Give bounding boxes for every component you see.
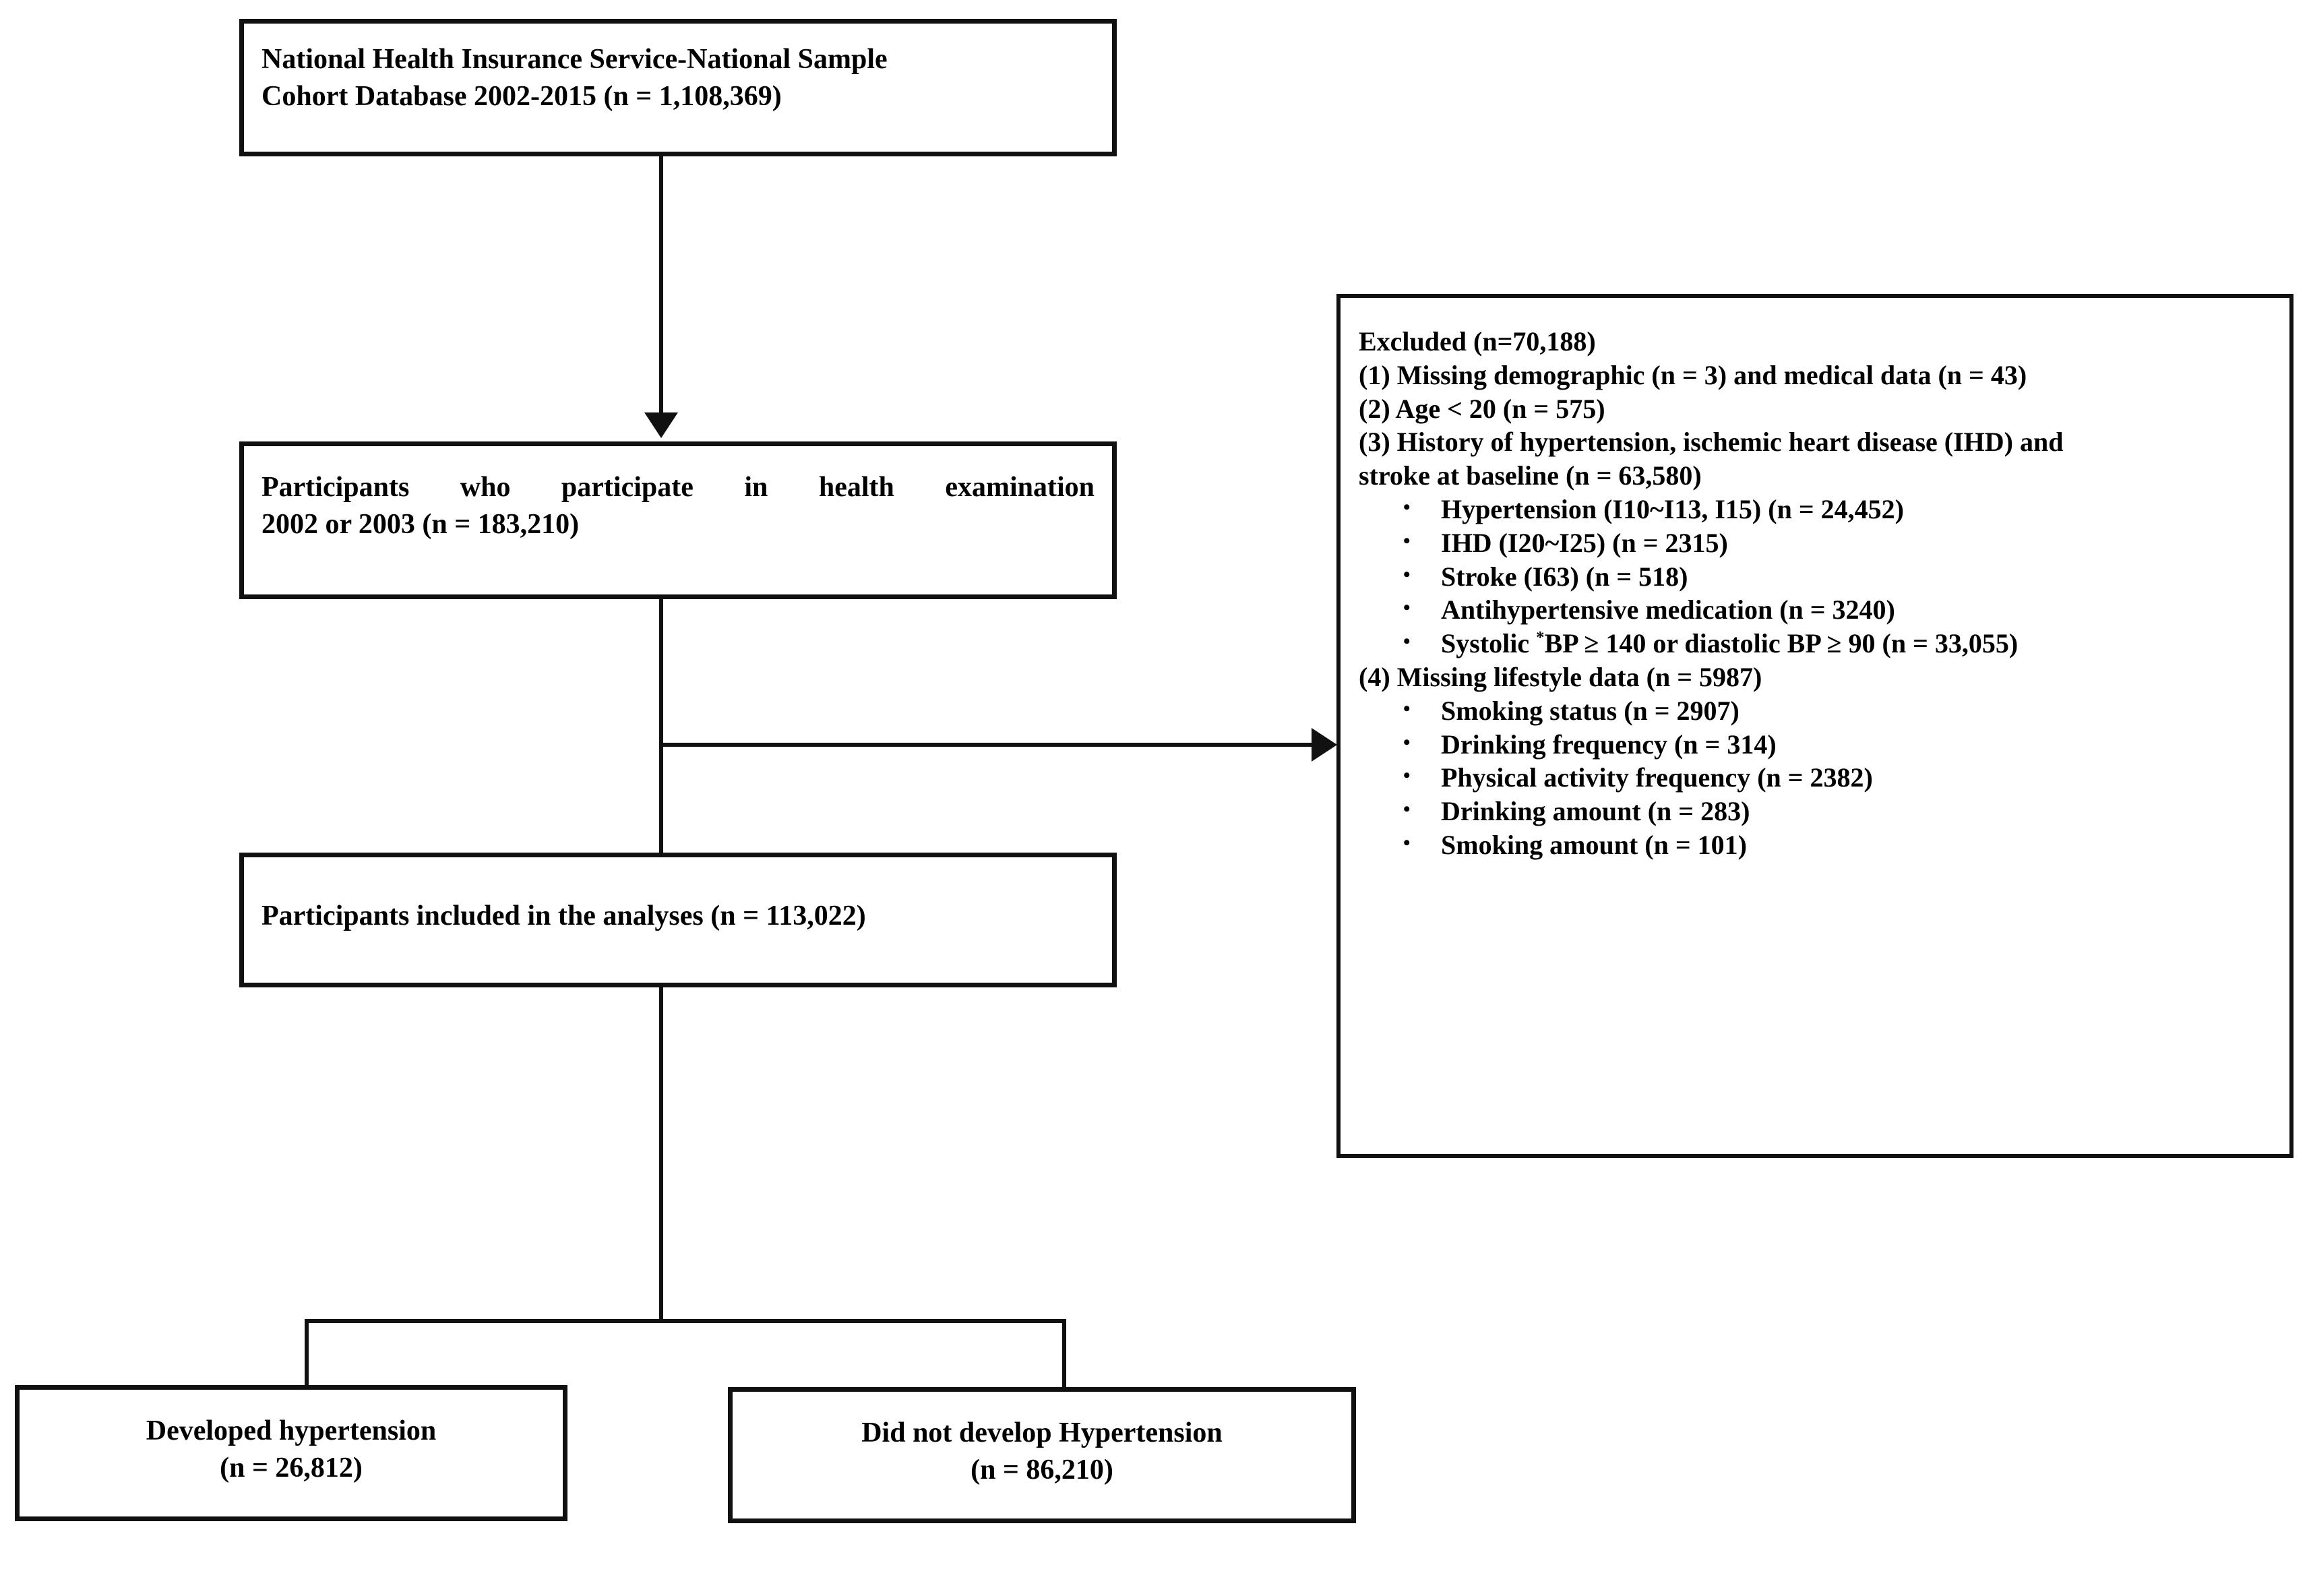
sub5-suffix: BP ≥ 140 or diastolic BP ≥ 90 (n = 33,05… (1544, 628, 2019, 659)
bullet-icon: • (1403, 831, 1411, 854)
box-source-text: National Health Insurance Service-Nation… (244, 41, 1112, 133)
bullet-icon: • (1403, 697, 1411, 720)
box-notdeveloped-line2: (n = 86,210) (971, 1454, 1113, 1485)
box-source-line2: Cohort Database 2002-2015 (n = 1,108,369… (261, 81, 782, 112)
excluded-item-3-sub-4-label: Antihypertensive medication (n = 3240) (1441, 594, 1895, 625)
bullet-icon: • (1403, 563, 1411, 586)
box-participants-text: Participants who participate in health e… (244, 469, 1112, 571)
excluded-list: Excluded (n=70,188) (1) Missing demograp… (1341, 298, 2289, 862)
excluded-item-3-line-a: (3) History of hypertension, ischemic he… (1359, 427, 2064, 458)
bullet-icon: • (1403, 529, 1411, 552)
connector-split-to-not-developed (1062, 1319, 1066, 1389)
excluded-heading: Excluded (n=70,188) (1359, 326, 1596, 357)
arrowhead-into-excluded (1312, 728, 1337, 762)
excluded-item-1: (1) Missing demographic (n = 3) and medi… (1359, 359, 2027, 390)
box-source-database: National Health Insurance Service-Nation… (239, 19, 1117, 156)
box-developed-hypertension: Developed hypertension (n = 26,812) (15, 1385, 567, 1521)
excluded-item-4-sub-4: • Drinking amount (n = 283) (1359, 795, 2275, 828)
bullet-icon: • (1403, 596, 1411, 619)
bullet-icon: • (1403, 731, 1411, 754)
box-included-analyses: Participants included in the analyses (n… (239, 853, 1117, 987)
box-not-developed-hypertension: Did not develop Hypertension (n = 86,210… (728, 1387, 1356, 1523)
excluded-item-4-sub-1-label: Smoking status (n = 2907) (1441, 695, 1740, 726)
excluded-item-3-sub-5: • Systolic *BP ≥ 140 or diastolic BP ≥ 9… (1359, 627, 2275, 661)
bullet-icon: • (1403, 798, 1411, 821)
box-source-line1: National Health Insurance Service-Nation… (261, 44, 888, 75)
excluded-item-4-sub-2-label: Drinking frequency (n = 314) (1441, 729, 1777, 760)
box-excluded-criteria: Excluded (n=70,188) (1) Missing demograp… (1336, 294, 2293, 1158)
box-notdeveloped-text: Did not develop Hypertension (n = 86,210… (733, 1415, 1351, 1495)
excluded-item-3-sub-4: • Antihypertensive medication (n = 3240) (1359, 593, 2275, 627)
excluded-item-3-sub-5-label: Systolic *BP ≥ 140 or diastolic BP ≥ 90 … (1441, 627, 2018, 661)
box-included-text: Participants included in the analyses (n… (244, 898, 1112, 943)
arrowhead-into-participants (644, 412, 678, 438)
box-participants-line2: 2002 or 2003 (n = 183,210) (261, 509, 580, 540)
connector-participants-to-included (659, 599, 663, 853)
excluded-item-3-sub-2-label: IHD (I20~I25) (n = 2315) (1441, 527, 1728, 558)
box-notdeveloped-line1: Did not develop Hypertension (861, 1417, 1223, 1449)
excluded-item-3-sub-3-label: Stroke (I63) (n = 518) (1441, 561, 1688, 592)
box-participants-line1: Participants who participate in health e… (261, 472, 1095, 503)
excluded-item-4-sub-3-label: Physical activity frequency (n = 2382) (1441, 762, 1873, 793)
excluded-item-3-sub-2: • IHD (I20~I25) (n = 2315) (1359, 526, 2275, 560)
bullet-icon: • (1403, 764, 1411, 787)
excluded-item-3-sub-3: • Stroke (I63) (n = 518) (1359, 560, 2275, 594)
box-participants-health-exam: Participants who participate in health e… (239, 441, 1117, 599)
excluded-item-4: (4) Missing lifestyle data (n = 5987) (1359, 661, 1762, 692)
excluded-item-4-sub-1: • Smoking status (n = 2907) (1359, 694, 2275, 728)
excluded-item-3-line-b: stroke at baseline (n = 63,580) (1359, 460, 1702, 491)
box-developed-line1: Developed hypertension (146, 1415, 437, 1447)
connector-included-to-split (659, 987, 663, 1323)
split-bracket-horizontal (305, 1319, 1066, 1323)
excluded-item-4-sub-2: • Drinking frequency (n = 314) (1359, 728, 2275, 762)
connector-split-to-developed (305, 1319, 309, 1387)
excluded-item-4-sub-3: • Physical activity frequency (n = 2382) (1359, 761, 2275, 795)
excluded-item-4-sub-5-label: Smoking amount (n = 101) (1441, 829, 1747, 860)
footnote-star-icon: * (1536, 628, 1545, 647)
connector-to-excluded (661, 743, 1314, 747)
bullet-icon: • (1403, 495, 1411, 518)
box-developed-line2: (n = 26,812) (220, 1452, 363, 1483)
excluded-item-3-sub-1: • Hypertension (I10~I13, I15) (n = 24,45… (1359, 493, 2275, 526)
sub5-prefix: Systolic (1441, 628, 1537, 659)
excluded-item-2: (2) Age < 20 (n = 575) (1359, 393, 1605, 424)
box-included-line1: Participants included in the analyses (n… (261, 900, 866, 931)
connector-source-to-participants (659, 156, 663, 414)
excluded-item-4-sub-4-label: Drinking amount (n = 283) (1441, 796, 1750, 827)
bullet-icon: • (1403, 630, 1411, 653)
excluded-item-4-sub-5: • Smoking amount (n = 101) (1359, 828, 2275, 862)
excluded-item-3-sub-1-label: Hypertension (I10~I13, I15) (n = 24,452) (1441, 493, 1904, 524)
box-developed-text: Developed hypertension (n = 26,812) (20, 1413, 563, 1493)
